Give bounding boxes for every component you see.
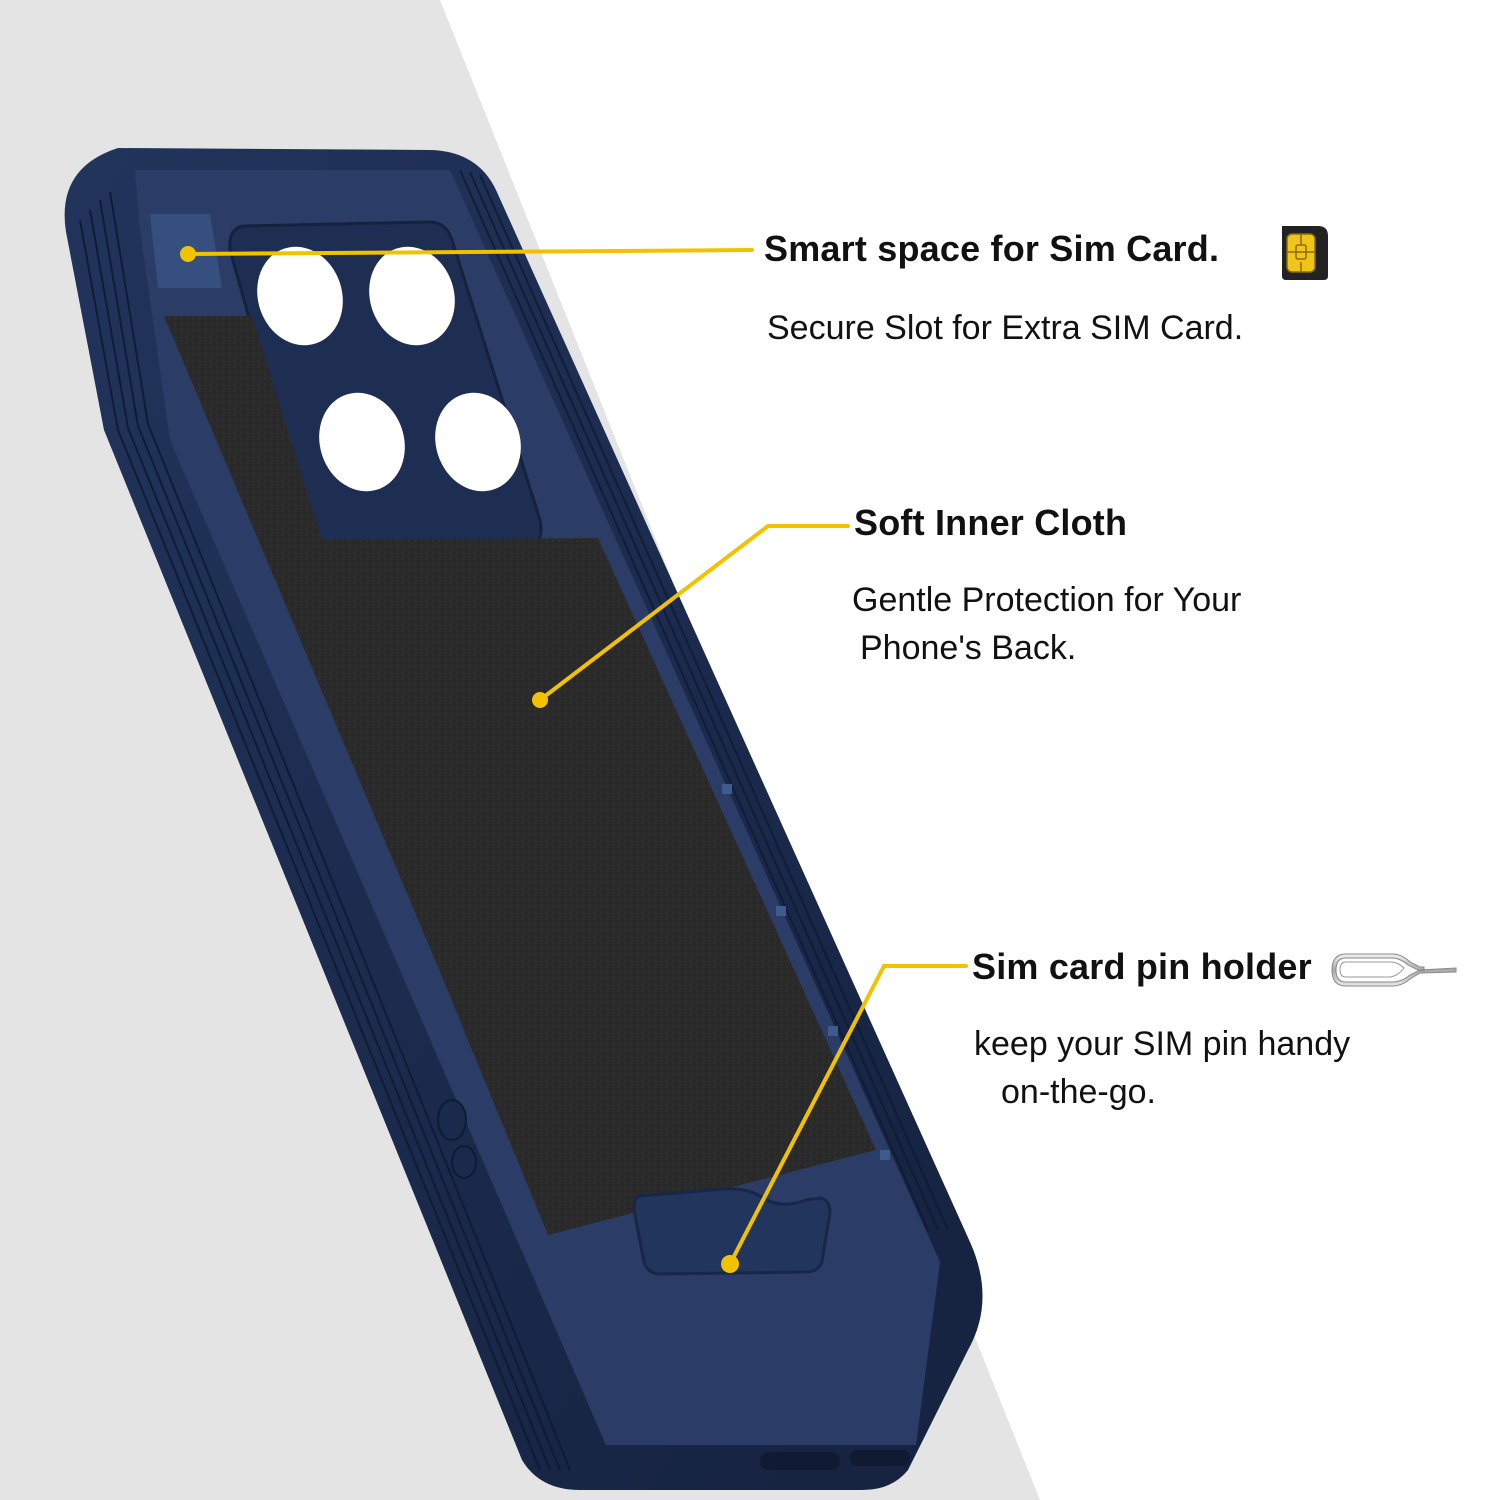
feature-inner-cloth: Soft Inner Cloth Gentle Protection for Y… <box>852 502 1241 667</box>
callout-line-sim <box>186 248 754 256</box>
callout-dot-sim <box>180 246 196 262</box>
feature-desc-pin-line1: keep your SIM pin handy <box>974 1025 1351 1063</box>
case-inner-markers <box>722 784 890 1160</box>
camera-cutouts <box>257 246 521 492</box>
feature-title-cloth: Soft Inner Cloth <box>854 502 1128 543</box>
sim-eject-pin-icon <box>1331 953 1457 987</box>
feature-title-sim: Smart space for Sim Card. <box>764 228 1220 269</box>
pin-holder-slot <box>632 1187 832 1276</box>
feature-desc-pin-line2: on-the-go. <box>1001 1073 1156 1111</box>
callout-lines <box>186 248 968 1266</box>
feature-desc-cloth-line2: Phone's Back. <box>860 629 1077 667</box>
feature-desc-cloth-line1: Gentle Protection for Your <box>852 581 1242 619</box>
case-edge-ridges <box>79 191 571 1471</box>
feature-desc-sim: Secure Slot for Extra SIM Card. <box>767 304 1243 352</box>
feature-desc-sim-line1: Secure Slot for Extra SIM Card. <box>767 309 1244 347</box>
callout-dot-cloth <box>532 692 548 708</box>
feature-title-pin: Sim card pin holder <box>972 946 1312 987</box>
feature-sim-space: Smart space for Sim Card. Secure Slot fo… <box>764 228 1243 347</box>
sim-card-icon <box>1282 226 1328 280</box>
callout-dot-pin <box>721 1255 739 1273</box>
feature-desc-cloth: Gentle Protection for Your Phone's Back. <box>852 576 1241 672</box>
callout-line-cloth <box>538 524 850 702</box>
feature-desc-pin: keep your SIM pin handy on-the-go. <box>974 1020 1350 1116</box>
bottom-ports <box>760 1450 910 1470</box>
side-buttons <box>437 1099 477 1179</box>
case-right-ridges <box>459 169 949 1231</box>
callout-dots <box>180 246 739 1273</box>
feature-pin-holder: Sim card pin holder keep your SIM pin ha… <box>972 946 1350 1111</box>
soft-inner-cloth <box>164 316 876 1235</box>
callout-line-pin <box>728 964 968 1266</box>
